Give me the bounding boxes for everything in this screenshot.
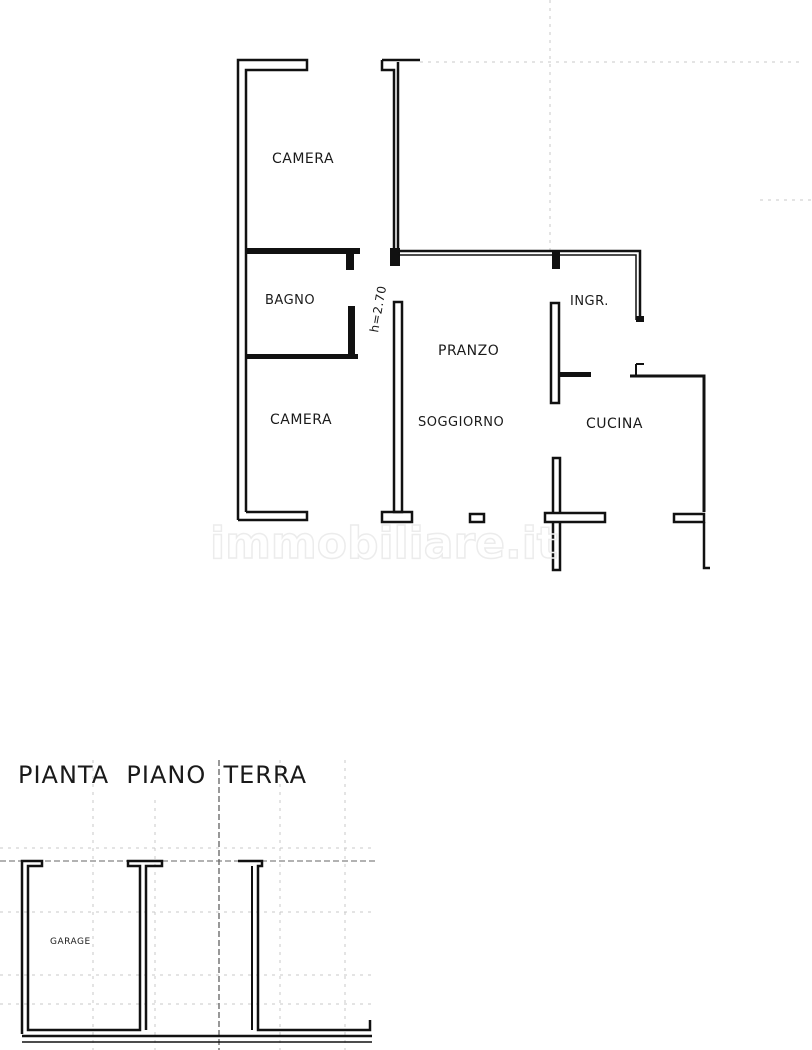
ceiling-height-label: h=2.70 — [367, 284, 389, 333]
garage-walls — [20, 859, 372, 1043]
room-label-camera-top: CAMERA — [272, 151, 334, 167]
ground-floor-plan: PIANTA PIANO TERRA GARAGE — [0, 760, 375, 1050]
wall-soggiorno-left — [380, 248, 414, 524]
room-label-ingresso: INGR. — [570, 294, 609, 309]
room-label-camera-bottom: CAMERA — [270, 412, 332, 428]
room-label-bagno: BAGNO — [265, 293, 315, 308]
room-label-pranzo: PRANZO — [438, 343, 499, 359]
room-label-garage: GARAGE — [50, 937, 91, 947]
wall-camera-bagno — [246, 248, 360, 254]
wall-bagno-camera — [246, 354, 358, 359]
wall-cucina — [630, 363, 706, 512]
wall-pranzo-ingresso — [549, 301, 591, 405]
outer-wall-left — [236, 58, 309, 522]
ground-floor-grid — [0, 760, 375, 1050]
faint-grid-marks — [420, 0, 812, 250]
wall-top-living — [398, 249, 644, 322]
wall-right-outer — [672, 512, 710, 570]
watermark: immobiliare.it — [210, 518, 558, 569]
room-label-cucina: CUCINA — [586, 416, 643, 432]
wall-soggiorno-cucina-lower — [468, 456, 607, 572]
ground-floor-title: PIANTA PIANO TERRA — [18, 761, 307, 789]
upper-floor-plan: CAMERA BAGNO CAMERA PRANZO SOGGIORNO ING… — [236, 58, 710, 572]
room-label-soggiorno: SOGGIORNO — [418, 415, 504, 430]
camera-top-right-wall — [380, 58, 420, 250]
